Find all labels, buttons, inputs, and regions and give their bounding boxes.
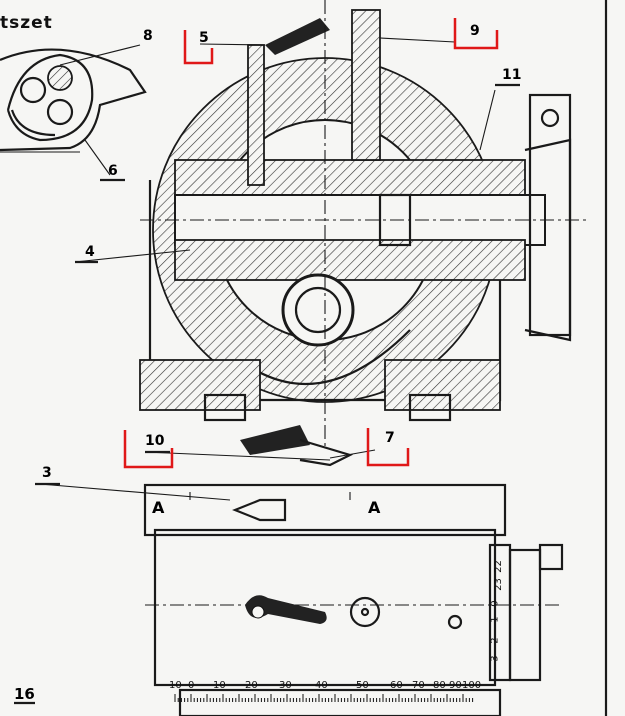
red-highlight-brackets [123, 18, 499, 469]
rotary-scale-label: 2 [489, 637, 501, 644]
section-mark-right: A [368, 498, 381, 517]
label-3: 3 [42, 465, 52, 481]
scale-label: 10 [213, 680, 226, 691]
scale-label: 20 [245, 680, 258, 691]
label-9: 9 [470, 23, 480, 39]
label-10: 10 [145, 433, 165, 449]
scale-label: 10 [169, 680, 182, 691]
scale-label: 40 [315, 680, 328, 691]
header-fragment: tszet [0, 13, 53, 33]
label-6: 6 [108, 163, 118, 179]
rotary-scale-label: 1 [489, 616, 501, 623]
detail-view [0, 44, 147, 176]
label-4: 4 [85, 244, 95, 260]
plan-view [143, 483, 564, 716]
scale-label: 50 [356, 680, 369, 691]
scale-label: 90 [449, 680, 462, 691]
page-number: 16 [14, 685, 35, 703]
clamp-lever [240, 425, 353, 467]
rotary-scale-label: 3 [489, 655, 501, 662]
linear-scale [174, 694, 474, 702]
scale-label: 30 [279, 680, 292, 691]
scale-label: 80 [433, 680, 446, 691]
label-7: 7 [385, 430, 395, 446]
scale-label: 70 [412, 680, 425, 691]
scale-label: 0 [188, 680, 195, 691]
rotary-scale-label: 22 [492, 560, 504, 573]
spindle-head-section [139, 0, 590, 450]
label-11: 11 [502, 67, 522, 83]
scale-label: 60 [390, 680, 403, 691]
section-mark-left: A [152, 498, 165, 517]
rotary-scale-label: 23 [492, 578, 504, 591]
scale-label: 100 [462, 680, 482, 691]
label-5: 5 [199, 30, 209, 46]
rotary-scale-label: 0 [489, 600, 501, 607]
label-8: 8 [143, 28, 153, 44]
